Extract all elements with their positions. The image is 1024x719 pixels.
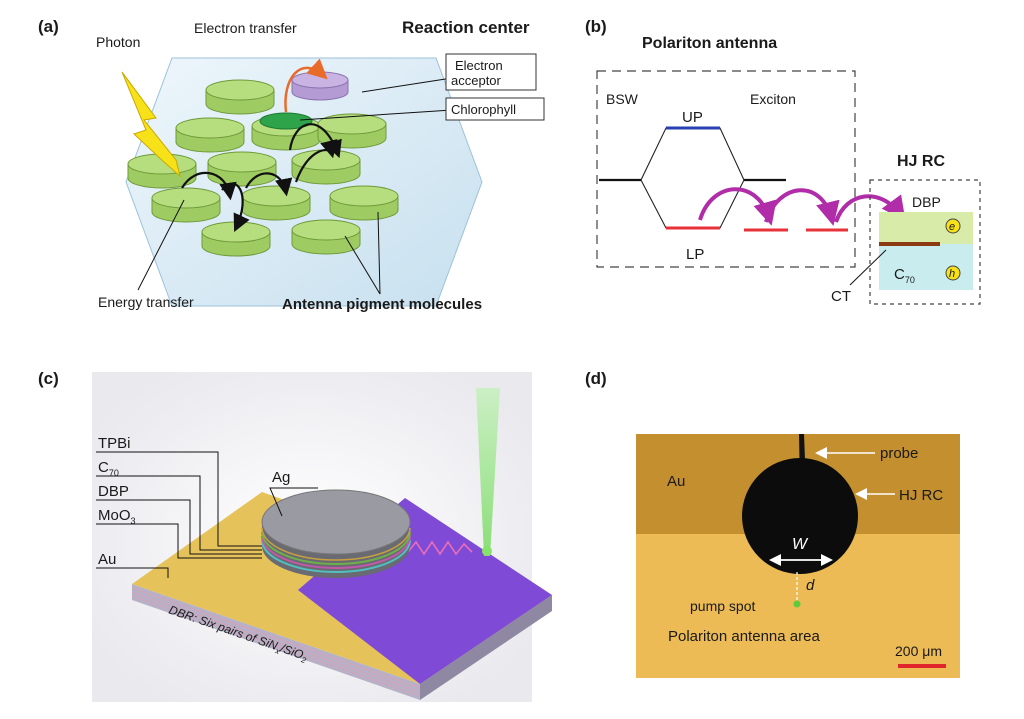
disk (205, 79, 275, 115)
hj-rc-label: HJ RC (899, 487, 943, 504)
distance-label: d (806, 577, 815, 594)
panel-b: (b) Polariton antenna BSW Exciton UP LP … (585, 17, 981, 305)
polariton-antenna-title: Polariton antenna (642, 35, 777, 52)
disk (201, 221, 271, 257)
energy-transfer-label: Energy transfer (98, 294, 194, 310)
au-label: Au (667, 473, 685, 490)
lp-label: LP (686, 246, 704, 263)
moo3-text: MoO (98, 507, 131, 524)
c70-label: C70 (894, 266, 915, 285)
panel-d: (d) Au probe HJ RC W d pump spot Polarit… (585, 369, 960, 678)
antenna-area-label: Polariton antenna area (668, 628, 820, 645)
dbr-sub-1: x (273, 646, 282, 656)
polariton-antenna-box (596, 70, 856, 268)
layer-label-moo3: MoO3 (98, 507, 136, 526)
dbr-sub-2: 2 (299, 655, 308, 665)
energy-transfer-leader-line (137, 199, 185, 291)
disk (329, 185, 399, 221)
electron-transfer-arrow (284, 58, 328, 113)
moo3-sub: 3 (131, 516, 136, 526)
panel-a: (a) (38, 17, 545, 313)
au-text: Au (98, 551, 116, 568)
up-label: UP (682, 109, 703, 126)
pump-spot-label: pump spot (690, 598, 755, 614)
panel-a-tag: (a) (38, 17, 59, 36)
dbp-label: DBP (912, 194, 941, 210)
hole-symbol: h (949, 268, 955, 280)
hj-rc-box (869, 179, 981, 305)
disk (207, 151, 277, 187)
scale-bar-label: 200 μm (895, 643, 942, 659)
photon-bolt-icon (121, 71, 181, 178)
electron-acceptor-label-line1: Electron (455, 58, 503, 73)
hole-icon (945, 265, 961, 281)
bsw-label: BSW (606, 91, 639, 107)
pump-spot-dot (482, 546, 492, 556)
acceptor-callout-box (445, 53, 537, 91)
electron-icon (945, 218, 961, 234)
polariton-wave (407, 540, 473, 556)
dbr-side-face (420, 595, 552, 700)
layer-leader-lines (96, 451, 318, 578)
c70-text: C (98, 459, 109, 476)
antenna-leader-line-1 (344, 235, 381, 295)
hj-rc-stack (261, 489, 411, 578)
width-label: W (792, 536, 809, 553)
c70-base: C (894, 266, 905, 283)
disk (291, 149, 361, 185)
acceptor-leader-line (361, 77, 453, 93)
reaction-center-title: Reaction center (402, 18, 530, 37)
energy-transfer-arrows (181, 123, 342, 232)
panel-c: (c) (38, 369, 552, 702)
electron-acceptor-label-line2: acceptor (451, 73, 502, 88)
layer-label-tpbi: TPBi (98, 435, 131, 452)
disk (291, 219, 361, 255)
disk (241, 185, 311, 221)
chlorophyll-disk (259, 112, 313, 130)
probe-label: probe (880, 445, 918, 462)
c70-sub: 70 (109, 468, 119, 478)
panel-b-tag: (b) (585, 17, 607, 36)
electron-symbol: e (949, 221, 955, 233)
pump-beam (476, 388, 500, 556)
ct-label: CT (831, 288, 851, 305)
exciton-label: Exciton (750, 91, 796, 107)
chlorophyll-label: Chlorophyll (451, 102, 516, 117)
photon-label: Photon (96, 34, 140, 50)
dbp-text: DBP (98, 483, 129, 500)
antenna-pigment-label: Antenna pigment molecules (282, 296, 482, 313)
layer-label-dbp: DBP (98, 483, 129, 500)
ag-label: Ag (272, 469, 290, 486)
disk (317, 113, 387, 149)
panel-d-tag: (d) (585, 369, 607, 388)
ct-leader-line (849, 249, 887, 286)
scale-bar (898, 664, 946, 668)
transfer-arrows (698, 187, 906, 226)
c70-subscript: 70 (905, 275, 915, 285)
tpbi-text: TPBi (98, 435, 131, 452)
hj-rc-disk (742, 458, 858, 574)
disk (151, 187, 221, 223)
layer-label-au: Au (98, 551, 116, 568)
chlorophyll-callout-box (445, 97, 545, 121)
pump-spot-marker (793, 600, 801, 608)
chlorophyll-leader-line (299, 109, 453, 121)
panel-c-tag: (c) (38, 369, 59, 388)
antenna-leader-line-2 (377, 211, 381, 295)
coupling-lines (640, 127, 745, 229)
disk (175, 117, 245, 153)
electron-transfer-label: Electron transfer (194, 20, 297, 36)
layer-label-c70: C70 (98, 459, 119, 478)
hj-rc-title: HJ RC (897, 153, 945, 170)
dbr-stripes (131, 587, 421, 697)
electron-acceptor-disk (291, 71, 349, 101)
